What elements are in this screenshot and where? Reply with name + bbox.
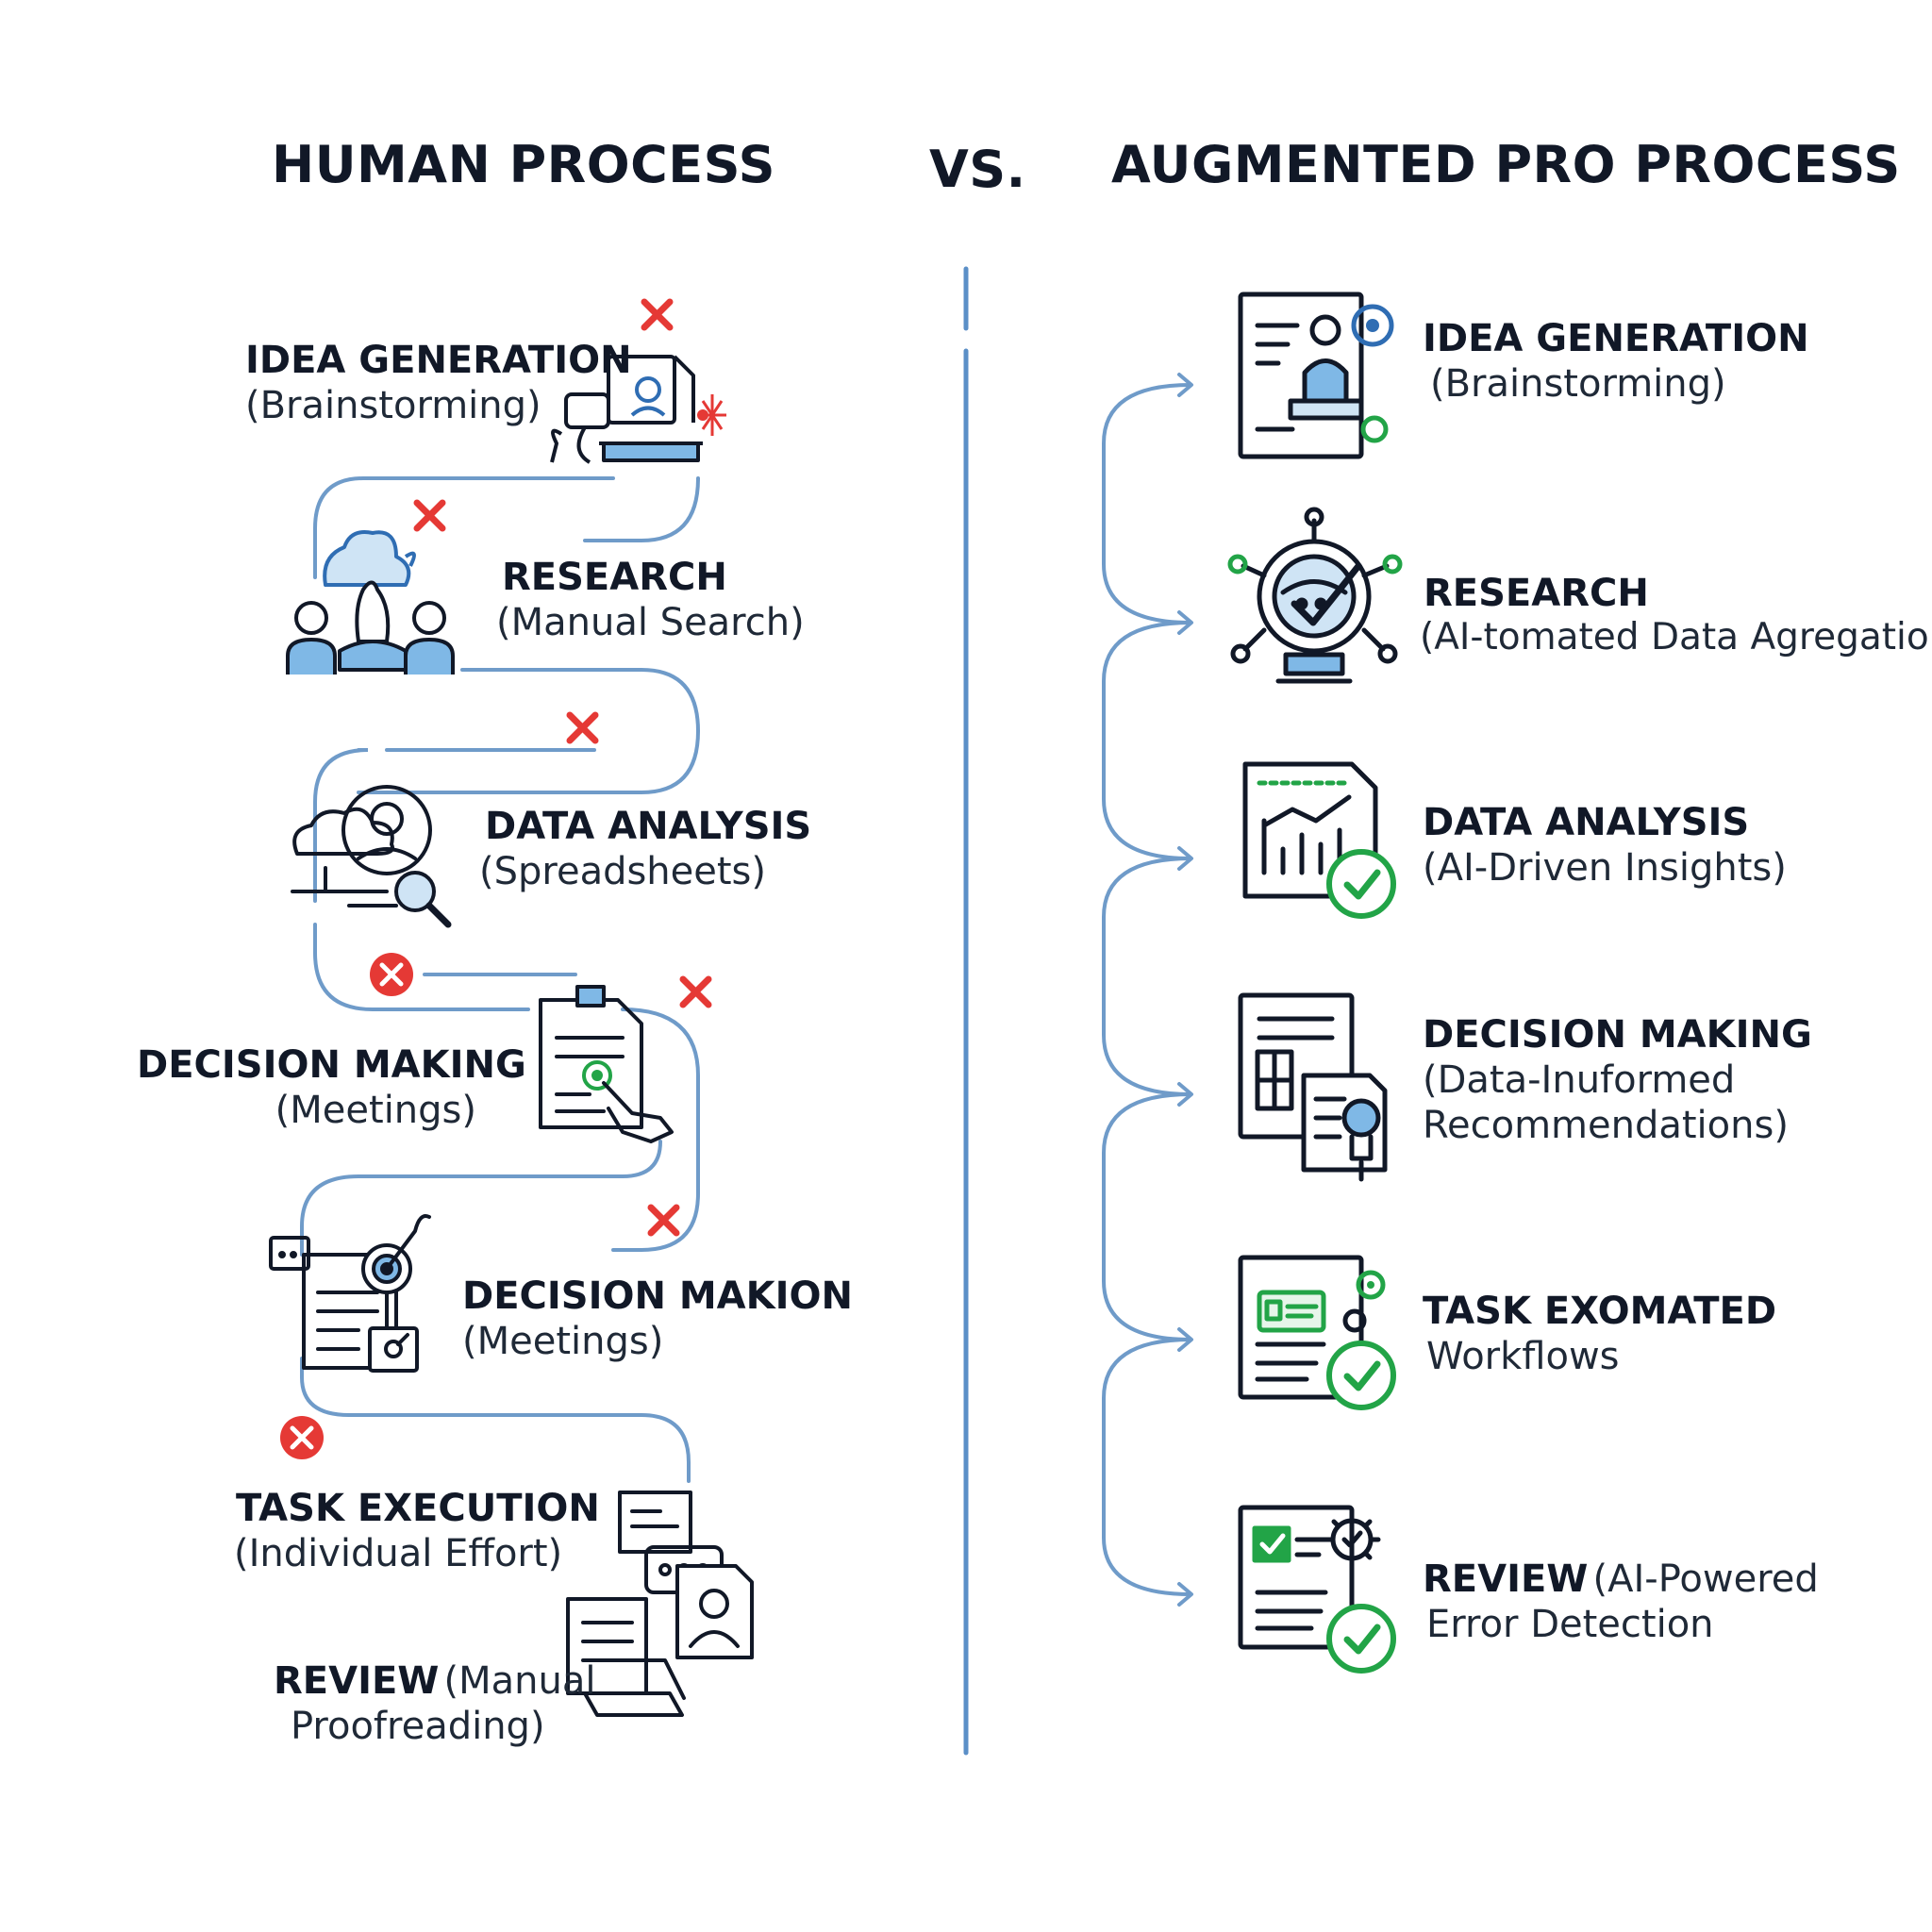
fail-markers	[413, 298, 712, 1237]
step-title-line: REVIEW (Manual	[274, 1658, 595, 1704]
augmented-process-header: AUGMENTED PRO PROCESS	[1111, 135, 1901, 194]
step-subtitle-inline: (Manual	[443, 1659, 596, 1703]
vs-header: VS.	[929, 140, 1026, 199]
step-subtitle-2: Recommendations)	[1423, 1104, 1789, 1147]
fail-circle-icon	[370, 953, 413, 996]
step-title: DATA ANALYSIS	[1423, 801, 1750, 844]
presenter-document-icon	[1238, 291, 1394, 459]
step-title: TASK EXOMATED	[1423, 1290, 1777, 1333]
brainstorm-desk-icon	[550, 355, 726, 464]
augmented-arrow-heads	[1177, 373, 1193, 1607]
fail-x-icon	[413, 499, 446, 532]
human-process-header: HUMAN PROCESS	[272, 135, 776, 194]
step-title: DECISION MAKING	[1423, 1013, 1812, 1057]
augmented-step-task-automated: TASK EXOMATED Workflows	[1423, 1289, 1776, 1379]
step-subtitle: (Data-Inuformed	[1423, 1058, 1736, 1102]
augmented-step-idea-generation: IDEA GENERATION (Brainstorming)	[1423, 316, 1809, 407]
step-title: REVIEW	[274, 1659, 440, 1703]
human-step-research: RESEARCH (Manual Search)	[496, 555, 805, 645]
target-document-icon	[269, 1214, 431, 1373]
documents-chat-icon	[618, 1491, 754, 1659]
step-subtitle: (Brainstorming)	[1430, 362, 1726, 406]
augmented-branch-path	[1102, 383, 1192, 1596]
step-subtitle: (Meetings)	[275, 1089, 476, 1132]
fail-x-icon	[647, 1204, 680, 1237]
step-subtitle: (AI-tomated Data Agregation)	[1420, 616, 1932, 658]
step-subtitle: Workflows	[1426, 1335, 1620, 1378]
human-step-task-execution: TASK EXECUTION (Individual Effort)	[234, 1486, 600, 1576]
human-step-idea-generation: IDEA GENERATION (Brainstorming)	[245, 338, 632, 428]
step-title: REVIEW	[1423, 1557, 1589, 1601]
step-title: DECISION MAKING	[137, 1043, 526, 1087]
step-title: TASK EXECUTION	[236, 1487, 600, 1530]
step-subtitle: (Meetings)	[462, 1320, 664, 1363]
papers-icon	[566, 1597, 686, 1717]
fail-x-icon	[679, 975, 712, 1008]
augmented-step-research: RESEARCH (AI-tomated Data Agregation)	[1420, 571, 1932, 660]
fail-circle-icon	[280, 1416, 324, 1459]
fail-x-icon	[566, 711, 599, 744]
step-title-suffix: (AI-Powered	[1592, 1557, 1819, 1601]
step-title: DECISION MAKION	[462, 1274, 853, 1318]
step-subtitle: Proofreading)	[291, 1705, 545, 1748]
clipboard-hand-icon	[539, 985, 674, 1143]
augmented-step-review: REVIEW (AI-Powered Error Detection	[1423, 1557, 1819, 1647]
grid-document-bulb-icon	[1238, 992, 1388, 1182]
checklist-gear-check-icon	[1238, 1505, 1396, 1674]
step-subtitle: (Spreadsheets)	[479, 850, 767, 893]
human-step-decision-makion: DECISION MAKION (Meetings)	[462, 1274, 853, 1364]
human-step-decision-making: DECISION MAKING (Meetings)	[137, 1042, 526, 1133]
step-title: RESEARCH	[1424, 572, 1649, 615]
step-title: RESEARCH	[502, 556, 727, 599]
ai-globe-network-icon	[1227, 507, 1403, 684]
step-title: IDEA GENERATION	[1423, 317, 1809, 360]
step-subtitle: (Manual Search)	[496, 601, 805, 644]
step-title: IDEA GENERATION	[245, 339, 632, 382]
step-subtitle: (AI-Driven Insights)	[1423, 846, 1787, 890]
fail-x-icon	[641, 298, 674, 331]
workflow-document-check-icon	[1238, 1255, 1396, 1410]
chart-document-check-icon	[1242, 761, 1396, 919]
research-people-icon	[286, 530, 455, 675]
augmented-step-decision-making: DECISION MAKING (Data-Inuformed Recommen…	[1423, 1012, 1812, 1148]
step-subtitle: Error Detection	[1426, 1603, 1714, 1646]
human-winding-path	[300, 476, 701, 1483]
step-subtitle: (Individual Effort)	[234, 1532, 563, 1575]
human-step-data-analysis: DATA ANALYSIS (Spreadsheets)	[479, 804, 811, 894]
step-title: DATA ANALYSIS	[485, 805, 812, 848]
cloud-search-icon	[291, 785, 452, 928]
step-title-line: REVIEW (AI-Powered	[1423, 1557, 1819, 1602]
augmented-step-data-analysis: DATA ANALYSIS (AI-Driven Insights)	[1423, 800, 1787, 891]
human-step-review: REVIEW (Manual Proofreading)	[274, 1658, 595, 1749]
step-subtitle: (Brainstorming)	[245, 384, 541, 427]
fail-circle-markers	[280, 953, 413, 1459]
